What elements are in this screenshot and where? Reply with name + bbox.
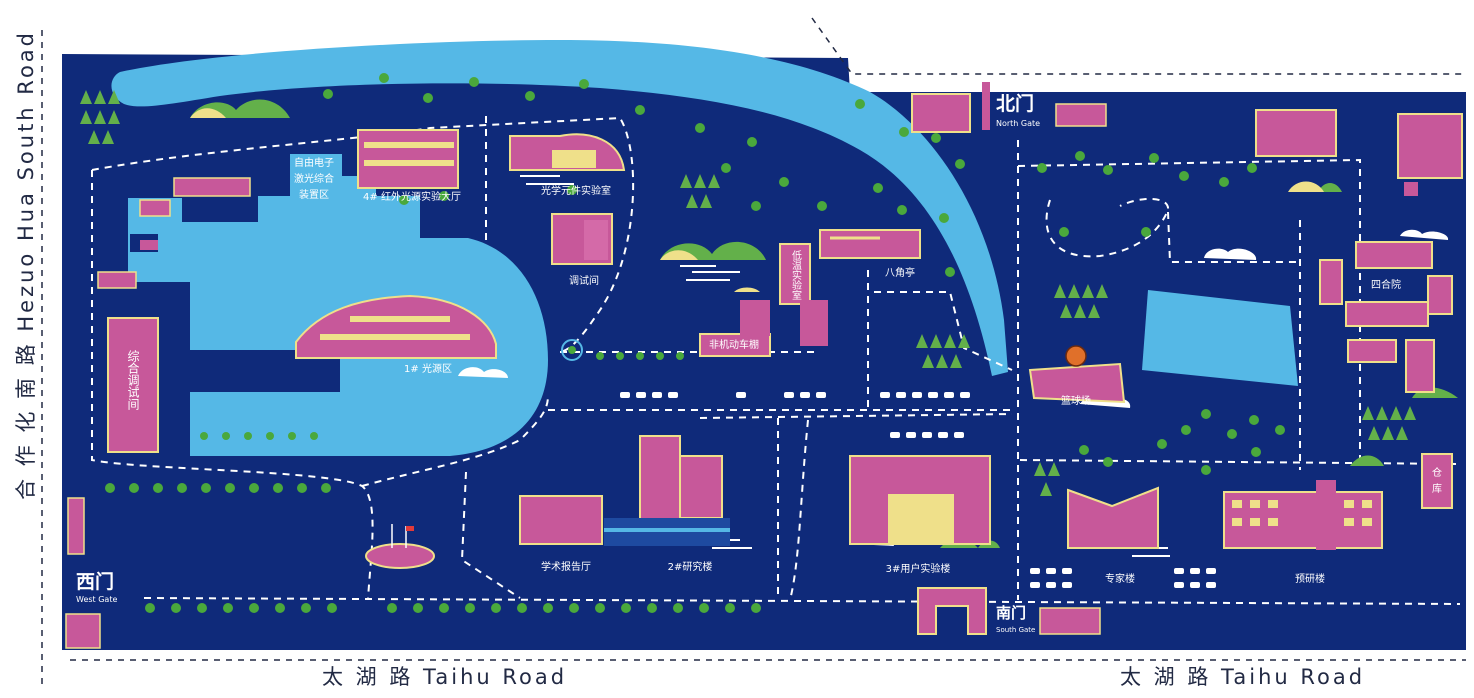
expert-building bbox=[1067, 486, 1159, 549]
research-building-2 bbox=[639, 435, 681, 521]
west-gate-label-en: West Gate bbox=[76, 595, 117, 604]
courtyard-north bbox=[1355, 241, 1433, 269]
label-research-building-2: 2#研究楼 bbox=[668, 560, 713, 573]
research-building-2-wing bbox=[679, 455, 723, 519]
label-warehouse-2: 库 bbox=[1432, 482, 1442, 495]
building-small-d bbox=[97, 271, 137, 289]
label-lecture-hall: 学术报告厅 bbox=[541, 560, 591, 573]
flag bbox=[406, 526, 414, 531]
courtyard-east bbox=[1427, 275, 1453, 315]
infrared-hall-stripe bbox=[364, 142, 454, 148]
north-gate-pillar bbox=[982, 82, 990, 130]
light-source-lake bbox=[128, 154, 548, 456]
west-gate-building bbox=[67, 497, 85, 555]
courtyard-west bbox=[1319, 259, 1343, 305]
ne-building-c bbox=[1404, 182, 1418, 196]
label-preresearch-building: 预研楼 bbox=[1295, 572, 1325, 585]
roundabout-tree bbox=[568, 346, 576, 354]
preresearch-tower bbox=[1316, 480, 1336, 550]
north-gate-building bbox=[911, 93, 971, 133]
flag-plaza bbox=[365, 543, 435, 569]
south-gate-label-en: South Gate bbox=[996, 626, 1035, 634]
light-source-band bbox=[320, 334, 470, 340]
label-comprehensive-debug: 综合调试间 bbox=[126, 350, 140, 410]
building-small-c bbox=[140, 240, 158, 250]
label-expert-building: 专家楼 bbox=[1105, 572, 1135, 585]
research-base-stripe bbox=[604, 528, 730, 532]
road-borders bbox=[41, 17, 1466, 690]
warehouse-building bbox=[1421, 453, 1453, 509]
label-laser-assembly-2: 激光综合 bbox=[294, 172, 334, 185]
hills bbox=[190, 99, 1458, 548]
cryo-lab-building bbox=[779, 243, 811, 305]
preresearch-building bbox=[1223, 491, 1383, 549]
octagon-pavilion-building bbox=[819, 229, 921, 259]
road-label-south-right: 太 湖 路 Taihu Road bbox=[1120, 665, 1365, 689]
building-labels: 自由电子 激光综合 装置区 4# 红外光源实验大厅 光学元件实验室 调试间 1#… bbox=[126, 156, 1442, 585]
river bbox=[111, 40, 1009, 376]
label-optics-lab: 光学元件实验室 bbox=[541, 184, 611, 197]
label-warehouse-1: 仓 bbox=[1432, 466, 1442, 479]
user-lab-3-atrium bbox=[888, 494, 954, 544]
parking-markers bbox=[620, 392, 1216, 588]
light-source-band bbox=[350, 316, 450, 322]
label-user-lab-3: 3#用户实验楼 bbox=[886, 562, 951, 575]
comprehensive-debug-building bbox=[107, 317, 159, 453]
label-laser-assembly-1: 自由电子 bbox=[294, 156, 334, 169]
buildings bbox=[65, 82, 1463, 649]
basketball bbox=[1065, 345, 1087, 367]
tree-row-south bbox=[105, 352, 761, 613]
label-light-source: 1# 光源区 bbox=[404, 362, 452, 375]
lecture-hall-building bbox=[519, 495, 603, 545]
light-source-building bbox=[295, 294, 497, 359]
gate-labels: 北门 North Gate 西门 West Gate 南门 South Gate bbox=[76, 92, 1040, 634]
north-gate-label: 北门 bbox=[996, 92, 1034, 115]
road-label-south-left: 太 湖 路 Taihu Road bbox=[322, 665, 567, 689]
label-debug-room: 调试间 bbox=[569, 274, 599, 287]
south-gate-label: 南门 bbox=[996, 604, 1026, 622]
preresearch-windows bbox=[1232, 500, 1372, 526]
courtyard-south bbox=[1345, 301, 1429, 327]
north-gate-label-en: North Gate bbox=[996, 119, 1040, 128]
basketball-court bbox=[1028, 362, 1126, 404]
non-motor-shed-tower bbox=[740, 300, 770, 336]
optics-lab-window bbox=[552, 150, 596, 168]
building-small-b bbox=[139, 199, 171, 217]
south-gate-sign-building bbox=[1039, 607, 1101, 635]
cryo-lab-annex bbox=[800, 300, 828, 346]
ne-building-a bbox=[1255, 109, 1337, 157]
roundabout-marker bbox=[561, 339, 583, 361]
label-infrared-hall: 4# 红外光源实验大厅 bbox=[363, 190, 461, 203]
building-small-a bbox=[173, 177, 251, 197]
west-gate-booth bbox=[65, 613, 101, 649]
debug-room-wing bbox=[584, 220, 608, 260]
courtyard-annex-b bbox=[1405, 339, 1435, 393]
label-octagon-pavilion: 八角亭 bbox=[885, 266, 915, 279]
tree-scatter bbox=[323, 73, 1285, 475]
ne-building-b bbox=[1397, 113, 1463, 179]
infrared-hall-stripe bbox=[364, 160, 454, 166]
infrared-hall-building bbox=[357, 129, 459, 189]
south-gate-building bbox=[917, 587, 987, 635]
road-labels: 合 作 化 南 路 Hezuo Hua South Road 太 湖 路 Tai… bbox=[14, 30, 1365, 689]
road-label-west: 合 作 化 南 路 Hezuo Hua South Road bbox=[14, 30, 38, 500]
label-laser-assembly-3: 装置区 bbox=[299, 188, 329, 201]
conifer-clusters bbox=[80, 90, 1416, 496]
label-courtyard: 四合院 bbox=[1371, 278, 1401, 291]
pond bbox=[1142, 290, 1298, 386]
label-basketball-court: 篮球场 bbox=[1061, 394, 1091, 407]
label-cryo-lab: 低温实验室 bbox=[790, 249, 802, 300]
label-non-motor-shed: 非机动车棚 bbox=[709, 338, 759, 351]
west-gate-label: 西门 bbox=[76, 570, 114, 593]
non-motor-shed-building bbox=[699, 333, 771, 357]
courtyard-annex-a bbox=[1347, 339, 1397, 363]
north-gate-sign-building bbox=[1055, 103, 1107, 127]
